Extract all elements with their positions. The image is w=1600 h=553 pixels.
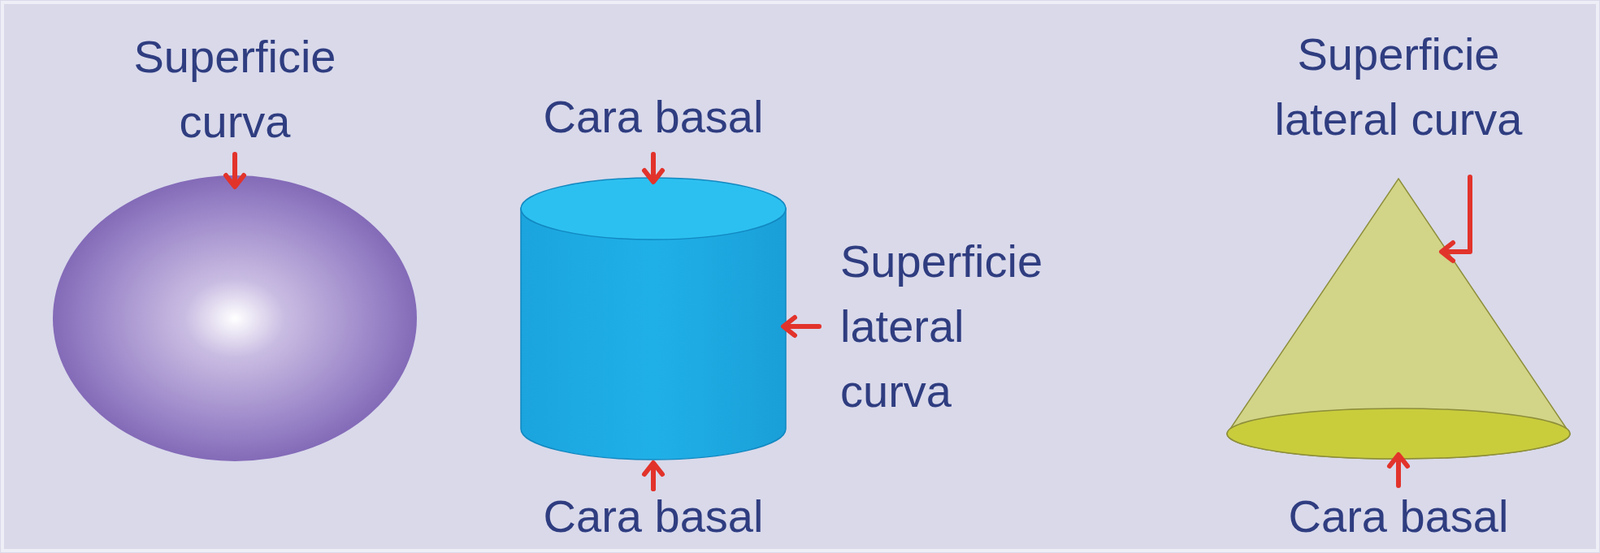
face-label: Cara basal (1227, 484, 1570, 550)
face-label: Cara basal (482, 84, 824, 150)
sphere (52, 175, 417, 462)
pointer-arrows (225, 154, 1470, 490)
cylinder (520, 177, 786, 460)
surface-label: Superficie curva (100, 24, 369, 155)
surface-label: Superficie lateral curva (1231, 21, 1566, 152)
face-label: Cara basal (482, 484, 824, 550)
surface-label: Superficie lateral curva (840, 229, 1085, 425)
cone (1227, 178, 1570, 460)
